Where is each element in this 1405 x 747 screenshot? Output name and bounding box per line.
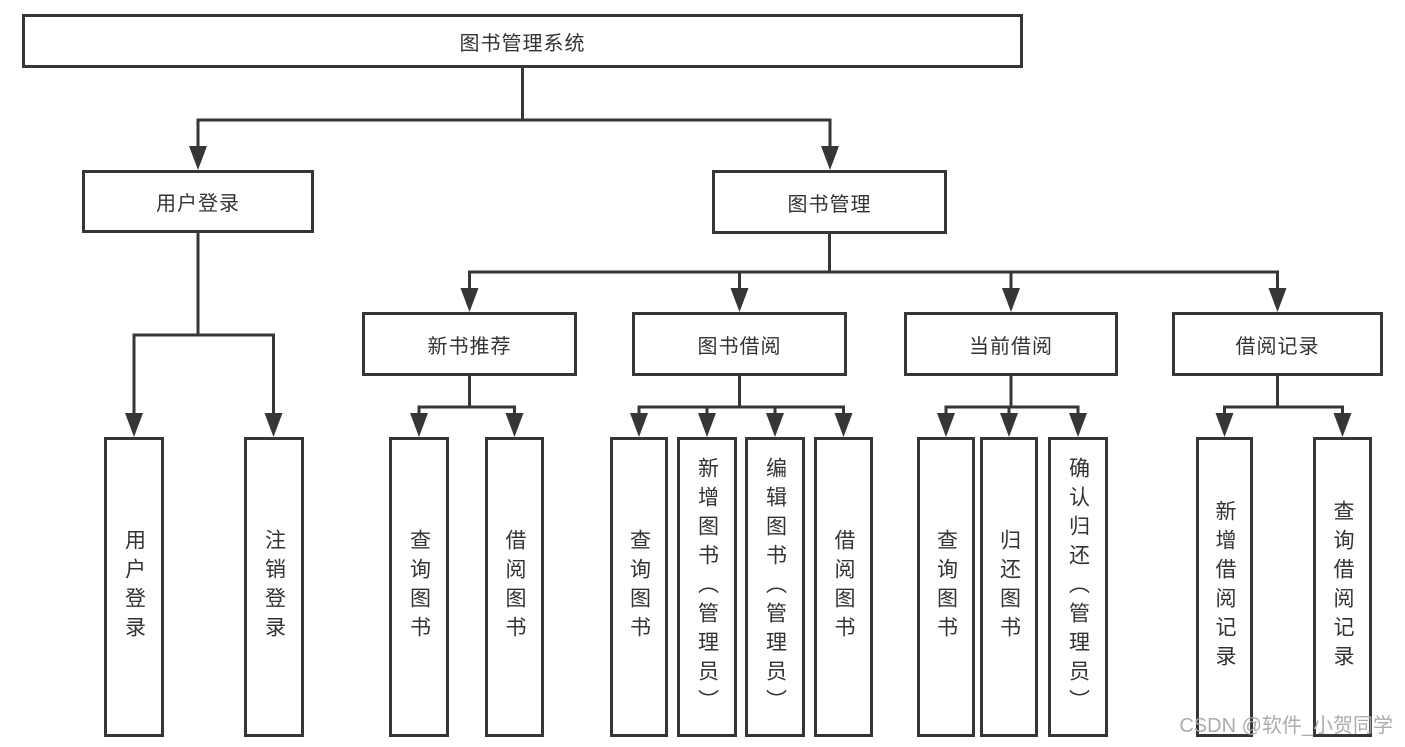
leaf-edit-book-admin: 编辑图书（管理员） (745, 437, 805, 737)
node-book-borrow: 图书借阅 (632, 312, 847, 376)
leaf-user-login-label: 用户登录 (122, 529, 146, 645)
node-root: 图书管理系统 (22, 14, 1023, 68)
leaf-borrow-book: 借阅图书 (814, 437, 873, 737)
node-current-borrow: 当前借阅 (904, 312, 1118, 376)
leaf-query-borrow-record-label: 查询借阅记录 (1331, 500, 1354, 674)
leaf-borrow-book-recommend-label: 借阅图书 (503, 529, 526, 645)
leaf-borrow-book-label: 借阅图书 (832, 529, 855, 645)
leaf-query-borrow-record: 查询借阅记录 (1313, 437, 1372, 737)
node-current-borrow-label: 当前借阅 (969, 335, 1053, 358)
leaf-query-book-current: 查询图书 (917, 437, 975, 737)
leaf-logout-login: 注销登录 (244, 437, 304, 737)
node-book-management-label: 图书管理 (787, 193, 872, 216)
leaf-return-book-label: 归还图书 (997, 529, 1021, 645)
leaf-query-book-recommend-label: 查询图书 (407, 529, 431, 645)
leaf-edit-book-admin-label: 编辑图书（管理员） (763, 456, 787, 718)
arrowheads (125, 146, 1352, 437)
leaf-add-book-admin-label: 新增图书（管理员） (695, 456, 719, 718)
leaf-query-book-current-label: 查询图书 (934, 529, 958, 645)
node-borrow-records-label: 借阅记录 (1235, 335, 1320, 358)
leaf-query-book-borrow-label: 查询图书 (627, 529, 651, 645)
leaf-add-borrow-record: 新增借阅记录 (1196, 437, 1253, 737)
leaf-logout-login-label: 注销登录 (262, 529, 286, 645)
node-borrow-records: 借阅记录 (1172, 312, 1383, 376)
leaf-confirm-return-admin: 确认归还（管理员） (1048, 437, 1108, 737)
leaf-borrow-book-recommend: 借阅图书 (485, 437, 544, 737)
leaf-add-book-admin: 新增图书（管理员） (677, 437, 737, 737)
leaf-query-book-recommend: 查询图书 (389, 437, 449, 737)
node-book-management: 图书管理 (712, 170, 947, 234)
node-book-borrow-label: 图书借阅 (697, 335, 782, 358)
node-root-label: 图书管理系统 (459, 32, 586, 55)
node-new-book-recommend-label: 新书推荐 (427, 335, 512, 358)
leaf-add-borrow-record-label: 新增借阅记录 (1213, 500, 1236, 674)
node-user-login-label: 用户登录 (156, 193, 240, 215)
leaf-query-book-borrow: 查询图书 (610, 437, 668, 737)
leaf-user-login: 用户登录 (104, 437, 164, 737)
node-user-login: 用户登录 (82, 170, 314, 233)
leaf-confirm-return-admin-label: 确认归还（管理员） (1066, 456, 1090, 718)
watermark-text: CSDN @软件_小贺同学 (1179, 715, 1393, 737)
leaf-return-book: 归还图书 (980, 437, 1038, 737)
node-new-book-recommend: 新书推荐 (362, 312, 577, 376)
